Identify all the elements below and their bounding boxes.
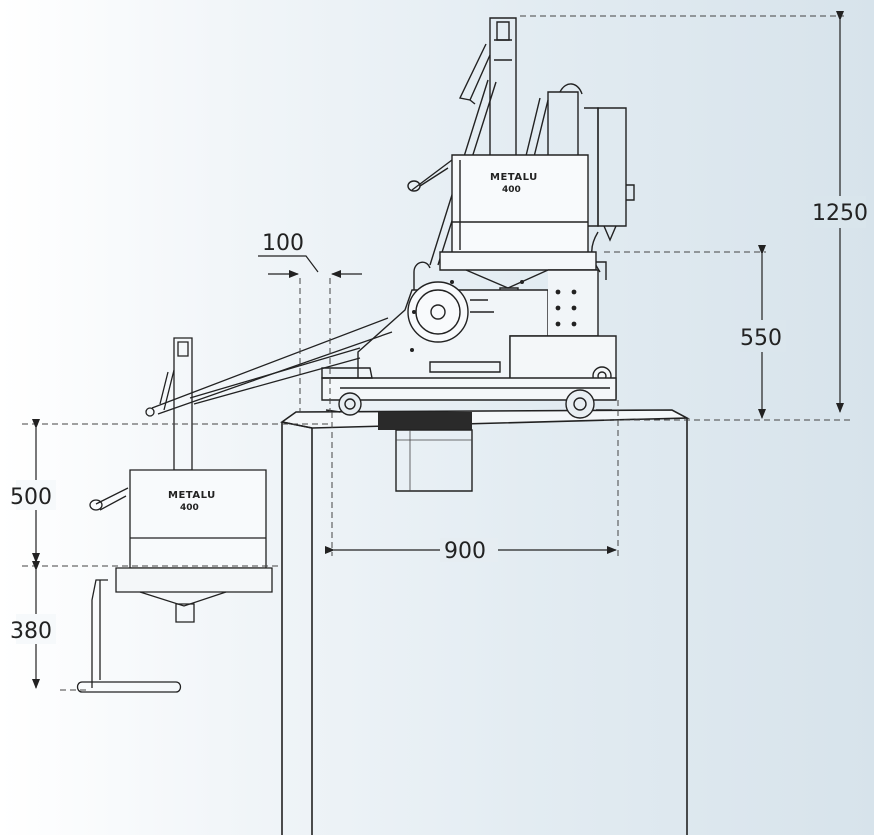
machine-model-label: 400 [502,185,521,195]
lowered-brand-label: METALU [168,490,216,501]
bolt-holes [410,280,577,352]
bench-slot [378,412,473,492]
dim-1250-label-bg [814,196,866,228]
workbench-block [280,409,691,835]
extended-arm [145,317,393,417]
dim-1250-label: 1250 [812,201,868,226]
lift-machine [321,17,635,419]
dim-550-label-bg [740,320,786,352]
dim-500-label: 500 [10,485,52,510]
dim-100-label: 100 [262,231,304,256]
extension-lines [22,15,850,691]
lowered-unit [76,337,273,693]
machine-brand-label: METALU [490,172,538,183]
dim-550-label: 550 [740,326,782,351]
dim-900-label-bg [440,538,498,562]
dim-380-label-bg [16,614,56,644]
dim-380-label: 380 [10,619,52,644]
dim-500-label-bg [16,480,56,510]
dim-900-label: 900 [444,539,486,564]
lowered-model-label: 400 [180,503,199,513]
